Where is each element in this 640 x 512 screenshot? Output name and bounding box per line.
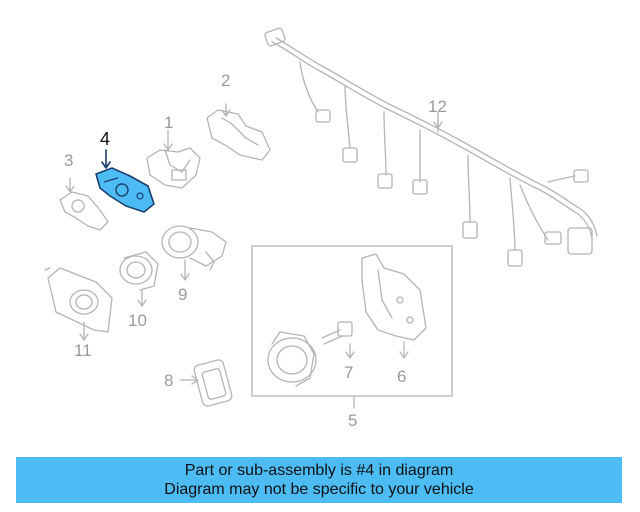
part-5-sensor-ring[interactable] [267,331,317,387]
callout-6[interactable]: 6 [397,367,407,386]
part-7-bolt[interactable] [321,321,355,359]
part-8-cover[interactable] [179,359,233,407]
part-6-bracket[interactable] [361,253,427,359]
callout-2[interactable]: 2 [221,71,231,90]
callout-5[interactable]: 5 [348,411,358,430]
callout-9[interactable]: 9 [178,285,188,304]
callout-3[interactable]: 3 [64,151,74,170]
part-10-ring[interactable] [119,251,159,307]
callout-1[interactable]: 1 [164,113,174,132]
parts-diagram [44,27,598,409]
callout-12[interactable]: 12 [428,97,447,116]
callout-7[interactable]: 7 [344,363,354,382]
part-3-clip[interactable] [59,177,109,231]
part-2-bracket[interactable] [206,103,271,161]
callout-11[interactable]: 11 [74,341,92,360]
part-5-assembly-box[interactable] [251,245,453,409]
part-11-plate[interactable] [44,267,113,341]
callout-10[interactable]: 10 [128,311,147,330]
callout-8[interactable]: 8 [164,371,174,390]
part-4-leader-arrow [101,149,111,169]
part-12-wiring-harness[interactable] [264,27,598,267]
part-9-sensor[interactable] [161,225,227,281]
info-banner: Part or sub-assembly is #4 in diagram Di… [16,457,622,503]
banner-line-part-number: Part or sub-assembly is #4 in diagram [184,462,454,479]
part-1-connector[interactable] [146,129,201,189]
part-4-bracket-highlighted[interactable] [95,167,155,213]
callout-4[interactable]: 4 [100,129,111,149]
banner-line-disclaimer: Diagram may not be specific to your vehi… [164,481,474,498]
